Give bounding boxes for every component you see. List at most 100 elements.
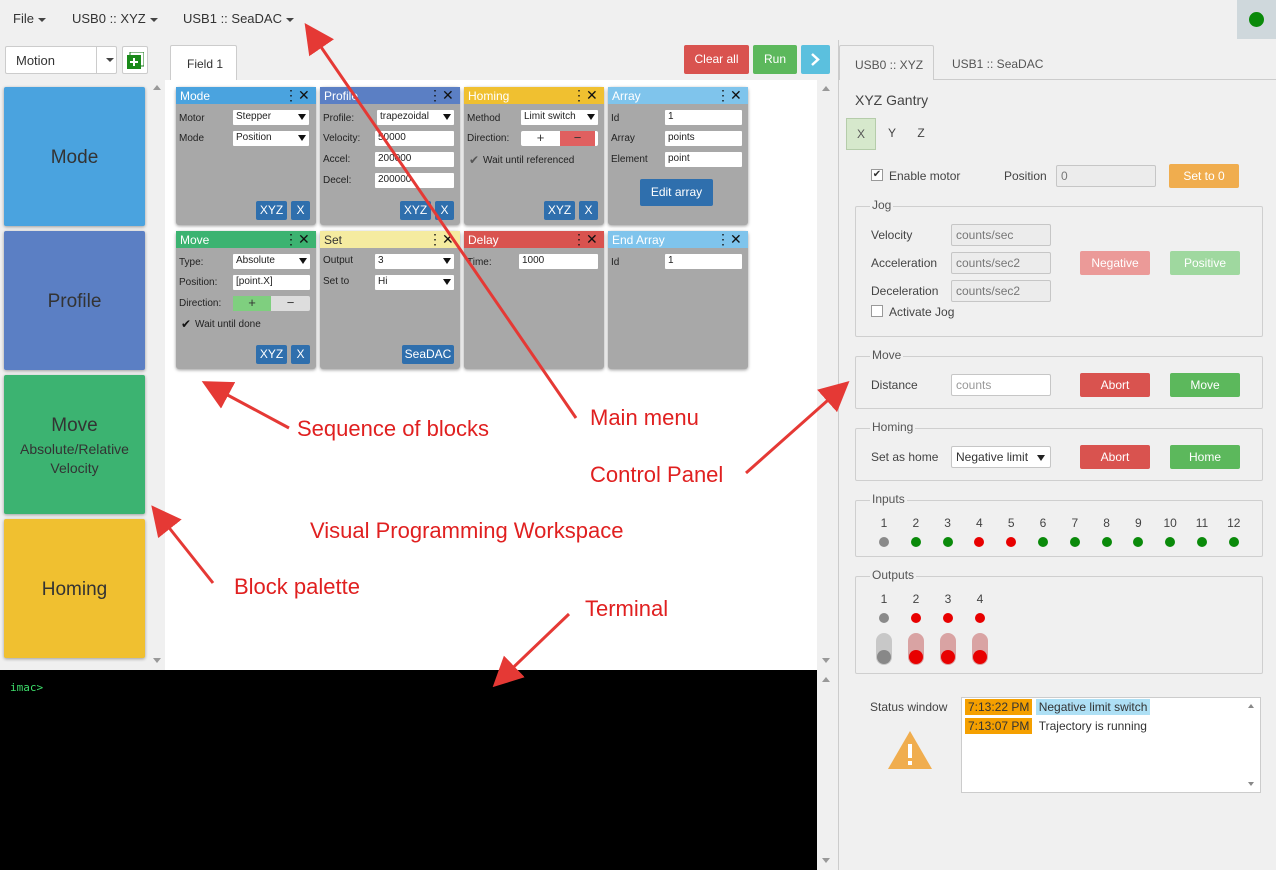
profile-select[interactable]: trapezoidal (377, 110, 454, 125)
wait-checkbox[interactable]: ✔ (181, 317, 192, 331)
device-chip[interactable]: XYZ (400, 201, 431, 220)
close-icon[interactable]: ✕ (586, 231, 598, 247)
kebab-menu-icon[interactable]: ⋮ (572, 231, 586, 247)
close-icon[interactable]: ✕ (442, 87, 454, 103)
array-block[interactable]: Array⋮✕ Id 1 Array points Element point … (608, 87, 748, 225)
kebab-menu-icon[interactable]: ⋮ (284, 87, 298, 103)
kebab-menu-icon[interactable]: ⋮ (284, 231, 298, 247)
output-toggle[interactable] (972, 633, 988, 665)
axis-tab-x[interactable]: X (846, 118, 876, 150)
direction-plus[interactable]: + (536, 130, 545, 145)
usb0-menu[interactable]: USB0 :: XYZ (72, 11, 158, 26)
mode-select[interactable]: Position (233, 131, 309, 146)
output-toggle[interactable] (940, 633, 956, 665)
decel-input[interactable]: 200000 (375, 173, 454, 188)
distance-input[interactable]: counts (951, 374, 1051, 396)
run-button[interactable]: Run (753, 45, 797, 74)
axis-chip[interactable]: X (291, 201, 310, 220)
move-block-header[interactable]: Move⋮✕ (176, 231, 316, 248)
homing-block[interactable]: Homing⋮✕ Method Limit switch Direction: … (464, 87, 604, 225)
set-as-home-select[interactable]: Negative limit (951, 446, 1051, 468)
tab-usb1[interactable]: USB1 :: SeaDAC (938, 45, 1048, 80)
device-chip[interactable]: XYZ (256, 345, 287, 364)
direction-minus[interactable]: − (286, 295, 295, 310)
status-window[interactable]: 7:13:22 PM Negative limit switch 7:13:07… (961, 697, 1261, 793)
jog-decel-input[interactable]: counts/sec2 (951, 280, 1051, 302)
method-select[interactable]: Limit switch (521, 110, 598, 125)
terminal-scrollbar[interactable] (817, 670, 837, 870)
tab-usb0[interactable]: USB0 :: XYZ (839, 45, 934, 80)
element-input[interactable]: point (665, 152, 742, 167)
mode-block[interactable]: Mode⋮✕ Motor Stepper Mode Position XYZ X (176, 87, 316, 225)
enable-motor-checkbox[interactable]: ✔ (871, 169, 883, 181)
motor-select[interactable]: Stepper (233, 110, 309, 125)
jog-positive-button[interactable]: Positive (1170, 251, 1240, 275)
axis-chip[interactable]: X (291, 345, 310, 364)
delay-block[interactable]: Delay⋮✕ Time: 1000 (464, 231, 604, 369)
close-icon[interactable]: ✕ (730, 231, 742, 247)
jog-negative-button[interactable]: Negative (1080, 251, 1150, 275)
end-array-block-header[interactable]: End Array⋮✕ (608, 231, 748, 248)
set-block[interactable]: Set⋮✕ Output 3 Set to Hi SeaDAC (320, 231, 460, 369)
palette-mode-block[interactable]: Mode (4, 87, 145, 226)
usb1-menu[interactable]: USB1 :: SeaDAC (183, 11, 294, 26)
axis-tab-y[interactable]: Y (887, 126, 896, 140)
profile-block-header[interactable]: Profile⋮✕ (320, 87, 460, 104)
set-to-zero-button[interactable]: Set to 0 (1169, 164, 1239, 188)
time-input[interactable]: 1000 (519, 254, 598, 269)
close-icon[interactable]: ✕ (586, 87, 598, 103)
set-block-header[interactable]: Set⋮✕ (320, 231, 460, 248)
palette-homing-block[interactable]: Homing (4, 519, 145, 658)
wait-checkbox[interactable]: ✔ (469, 153, 480, 167)
axis-tab-z[interactable]: Z (917, 126, 925, 140)
terminal[interactable]: imac> (0, 670, 817, 870)
id-input[interactable]: 1 (665, 110, 742, 125)
activate-jog-checkbox[interactable] (871, 305, 883, 317)
palette-scrollbar[interactable] (150, 80, 165, 670)
palette-move-block[interactable]: Move Absolute/Relative Velocity (4, 375, 145, 514)
kebab-menu-icon[interactable]: ⋮ (572, 87, 586, 103)
block-palette[interactable]: Mode Profile Move Absolute/Relative Velo… (0, 80, 165, 670)
id-input[interactable]: 1 (665, 254, 742, 269)
close-icon[interactable]: ✕ (442, 231, 454, 247)
device-chip[interactable]: XYZ (544, 201, 575, 220)
output-select[interactable]: 3 (375, 254, 454, 269)
mode-block-header[interactable]: Mode⋮✕ (176, 87, 316, 104)
delay-block-header[interactable]: Delay⋮✕ (464, 231, 604, 248)
jog-velocity-input[interactable]: counts/sec (951, 224, 1051, 246)
scroll-up-icon[interactable] (1248, 704, 1254, 708)
homing-block-header[interactable]: Homing⋮✕ (464, 87, 604, 104)
direction-plus[interactable]: + (233, 296, 271, 311)
workspace-scrollbar[interactable] (817, 80, 837, 670)
output-toggle[interactable] (908, 633, 924, 665)
tab-field-1[interactable]: Field 1 (170, 45, 237, 80)
home-button[interactable]: Home (1170, 445, 1240, 469)
jog-accel-input[interactable]: counts/sec2 (951, 252, 1051, 274)
scroll-down-icon[interactable] (1248, 782, 1254, 786)
edit-array-button[interactable]: Edit array (640, 179, 713, 206)
move-button[interactable]: Move (1170, 373, 1240, 397)
category-select[interactable]: Motion (5, 46, 117, 74)
type-select[interactable]: Absolute (233, 254, 310, 269)
kebab-menu-icon[interactable]: ⋮ (428, 87, 442, 103)
move-block[interactable]: Move⋮✕ Type: Absolute Position: [point.X… (176, 231, 316, 369)
direction-minus[interactable]: − (560, 131, 595, 146)
palette-profile-block[interactable]: Profile (4, 231, 145, 370)
array-block-header[interactable]: Array⋮✕ (608, 87, 748, 104)
clear-all-button[interactable]: Clear all (684, 45, 749, 74)
profile-block[interactable]: Profile⋮✕ Profile: trapezoidal Velocity:… (320, 87, 460, 225)
axis-chip[interactable]: X (579, 201, 598, 220)
axis-chip[interactable]: X (435, 201, 454, 220)
set-to-select[interactable]: Hi (375, 275, 454, 290)
add-field-button[interactable] (122, 46, 148, 74)
accel-input[interactable]: 200000 (375, 152, 454, 167)
direction-toggle[interactable]: + − (521, 131, 598, 146)
toggle-panel-button[interactable] (801, 45, 830, 74)
file-menu[interactable]: File (13, 11, 46, 26)
close-icon[interactable]: ✕ (730, 87, 742, 103)
move-abort-button[interactable]: Abort (1080, 373, 1150, 397)
position-input[interactable]: [point.X] (233, 275, 310, 290)
kebab-menu-icon[interactable]: ⋮ (716, 87, 730, 103)
device-chip[interactable]: SeaDAC (402, 345, 454, 364)
output-toggle[interactable] (876, 633, 892, 665)
